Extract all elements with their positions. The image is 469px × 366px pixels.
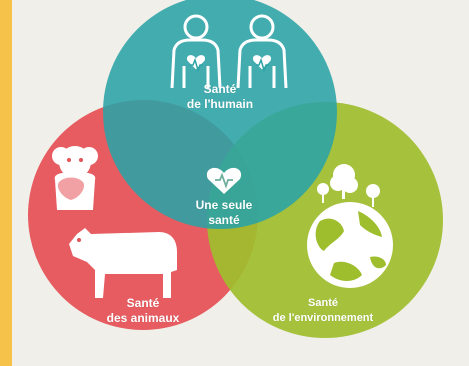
human-torso-heart-icon — [236, 14, 288, 89]
environment-health-label: Santé de l'environnement — [272, 297, 374, 324]
earth-tree-heart-icon — [307, 164, 393, 288]
cow-heart-icon — [69, 228, 177, 298]
heart-pulse-icon — [206, 167, 242, 194]
human-circle — [103, 0, 337, 229]
animal-health-label: Santé des animaux — [106, 296, 180, 325]
human-health-label: Santé de l'humain — [186, 82, 254, 111]
monkey-heart-icon — [52, 146, 98, 210]
human-torso-heart-icon — [170, 14, 222, 89]
one-health-label: Une seule santé — [195, 198, 253, 227]
accent-bar — [0, 0, 12, 366]
